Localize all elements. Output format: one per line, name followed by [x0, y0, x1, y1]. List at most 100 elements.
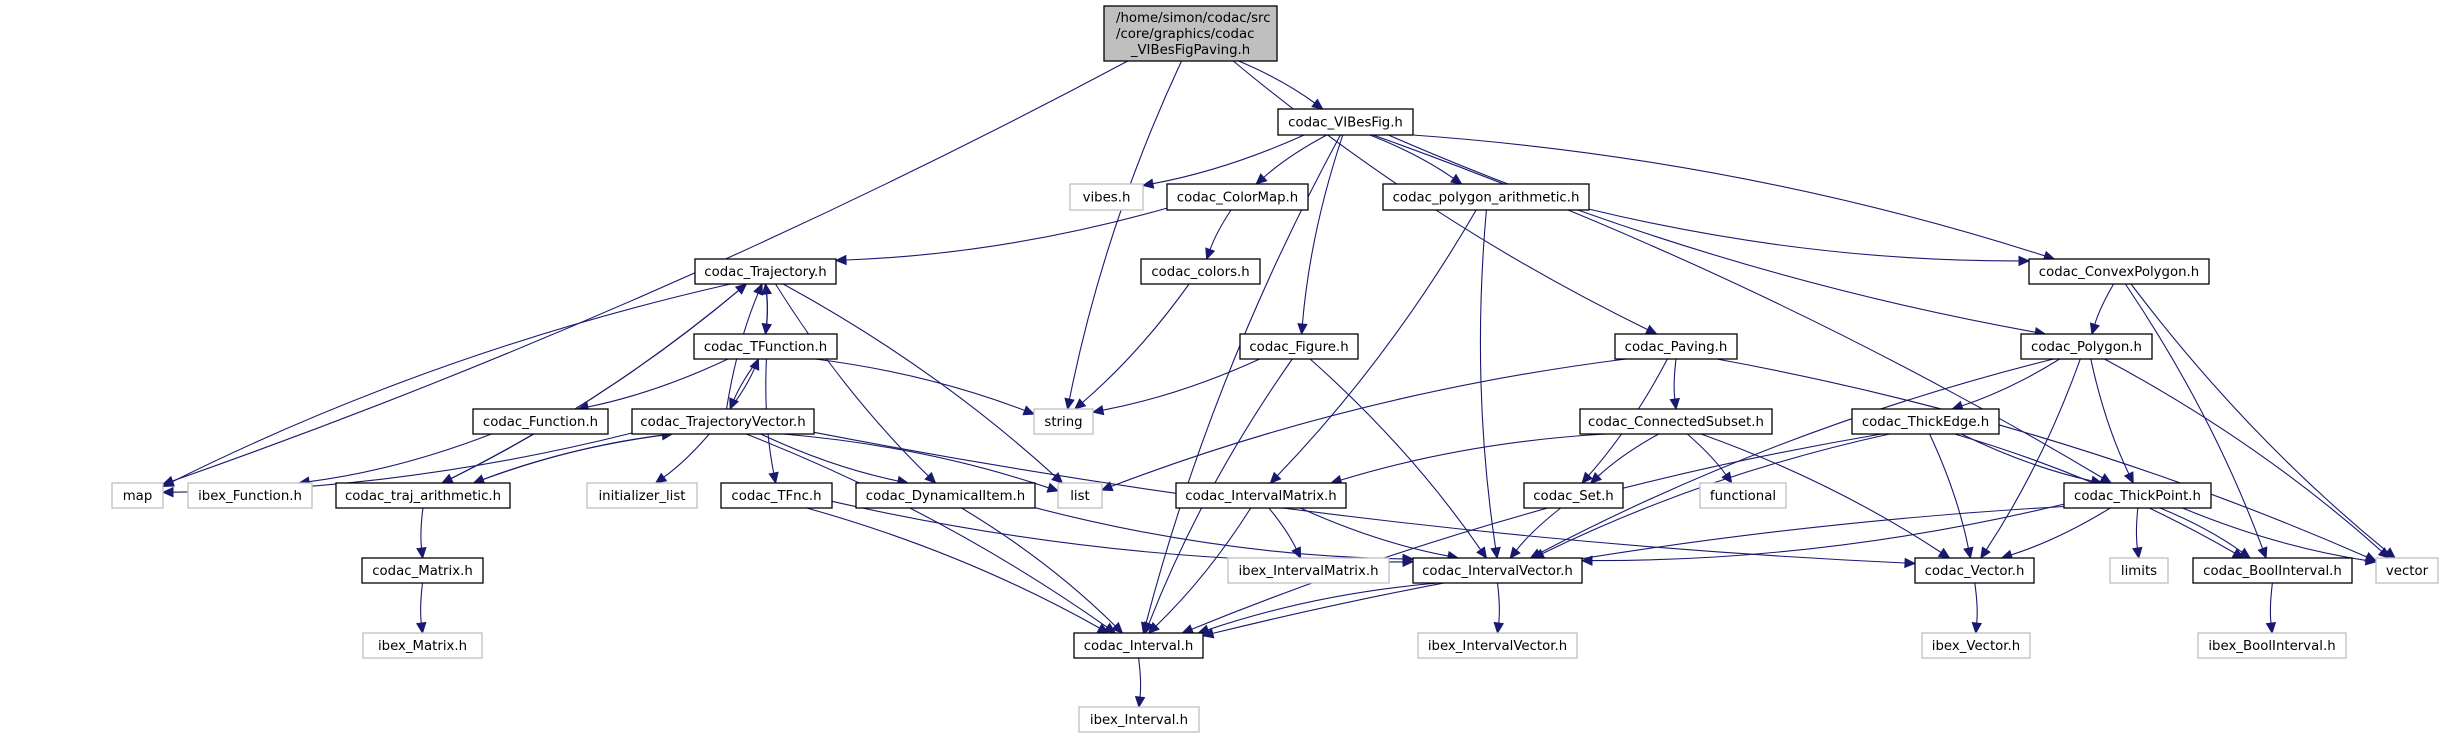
node-box	[187, 482, 313, 509]
arrowhead-icon	[1450, 173, 1463, 185]
node-label: /home/simon/codac/src	[1116, 11, 1271, 26]
node-trajvector[interactable]: codac_TrajectoryVector.h	[631, 408, 815, 435]
node-matrix[interactable]: codac_Matrix.h	[361, 557, 484, 584]
node-dynitem[interactable]: codac_DynamicalItem.h	[855, 482, 1036, 509]
node-function[interactable]: codac_Function.h	[472, 408, 609, 435]
node-box	[1057, 482, 1103, 509]
node-box[interactable]	[472, 408, 609, 435]
node-intervalvector[interactable]: codac_IntervalVector.h	[1412, 557, 1583, 584]
node-box[interactable]	[1579, 408, 1773, 435]
node-vector[interactable]: codac_Vector.h	[1914, 557, 2035, 584]
node-box[interactable]	[2020, 333, 2153, 360]
edge-polygon-to-vector	[1985, 358, 2081, 551]
node-ibexfunction: ibex_Function.h	[187, 482, 313, 509]
node-box[interactable]	[1175, 482, 1347, 509]
node-vibesfig[interactable]: codac_VIBesFig.h	[1277, 108, 1414, 136]
edge-intervalmatrix-to-intervalvector	[1300, 507, 1449, 557]
node-boolinterval[interactable]: codac_BoolInterval.h	[2192, 557, 2353, 584]
node-figure[interactable]: codac_Figure.h	[1239, 333, 1359, 360]
node-box[interactable]	[1166, 183, 1309, 211]
arrowhead-icon	[1297, 323, 1308, 336]
node-box[interactable]	[1412, 557, 1583, 584]
edges-layer	[161, 60, 2396, 709]
node-thickpoint[interactable]: codac_ThickPoint.h	[2063, 482, 2212, 509]
node-colormap[interactable]: codac_ColorMap.h	[1166, 183, 1309, 211]
edge-intervalmatrix-to-interval	[1155, 507, 1252, 627]
arrowhead-icon	[1022, 405, 1036, 416]
node-list: list	[1057, 482, 1103, 509]
node-label: functional	[1710, 489, 1776, 504]
edge-interval-to-ibexinterval	[1138, 657, 1142, 698]
node-box[interactable]	[1851, 408, 2000, 435]
node-box[interactable]	[2028, 258, 2210, 285]
node-tfnc[interactable]: codac_TFnc.h	[720, 482, 833, 509]
node-string: string	[1033, 408, 1094, 435]
arrowhead-icon	[1141, 178, 1155, 189]
node-label: ibex_Function.h	[198, 489, 302, 504]
arrowhead-icon	[1476, 546, 1488, 560]
arrowhead-icon	[161, 486, 174, 498]
node-label: ibex_IntervalVector.h	[1428, 639, 1567, 654]
edge-root-to-string	[1068, 60, 1182, 400]
arrowhead-icon	[2265, 622, 2277, 635]
node-polygon[interactable]: codac_Polygon.h	[2020, 333, 2153, 360]
node-label: ibex_Vector.h	[1932, 639, 2020, 654]
node-box[interactable]	[361, 557, 484, 584]
arrowhead-icon	[1971, 622, 1983, 635]
node-label: _VIBesFigPaving.h	[1130, 43, 1250, 58]
edge-thickpoint-to-limits	[2135, 507, 2139, 549]
node-box[interactable]	[1382, 183, 1590, 211]
edge-thickedge-to-vector	[1929, 433, 1969, 549]
node-interval[interactable]: codac_Interval.h	[1073, 632, 1204, 659]
node-box[interactable]	[1614, 333, 1738, 360]
node-label: codac_BoolInterval.h	[2203, 564, 2342, 579]
node-box[interactable]	[855, 482, 1036, 509]
node-box[interactable]	[2063, 482, 2212, 509]
node-box[interactable]	[1239, 333, 1359, 360]
node-box[interactable]	[631, 408, 815, 435]
node-box	[1069, 183, 1144, 211]
node-tfunction[interactable]: codac_TFunction.h	[693, 333, 838, 360]
edge-tfnc-to-interval	[806, 507, 1100, 629]
arrowhead-icon	[2089, 322, 2100, 336]
node-box[interactable]	[1277, 108, 1414, 136]
node-stdvector: vector	[2375, 557, 2439, 584]
edge-thickpoint-to-boolinterval	[2159, 507, 2243, 553]
node-box[interactable]	[1914, 557, 2035, 584]
node-intervalmatrix[interactable]: codac_IntervalMatrix.h	[1175, 482, 1347, 509]
node-box[interactable]	[2192, 557, 2353, 584]
edge-vibesfig-to-vibes	[1152, 134, 1305, 185]
edge-colors-to-string	[1082, 283, 1190, 403]
node-box[interactable]	[1073, 632, 1204, 659]
node-polyarith[interactable]: codac_polygon_arithmetic.h	[1382, 183, 1590, 211]
node-box[interactable]	[1103, 5, 1278, 62]
node-box[interactable]	[694, 258, 837, 285]
node-connectedsubset[interactable]: codac_ConnectedSubset.h	[1579, 408, 1773, 435]
arrowhead-icon	[2132, 546, 2143, 560]
edge-colormap-to-trajectory	[845, 207, 1168, 261]
arrowhead-icon	[2377, 547, 2391, 559]
node-box[interactable]	[720, 482, 833, 509]
node-trajectory[interactable]: codac_Trajectory.h	[694, 258, 837, 285]
node-box[interactable]	[1140, 258, 1261, 285]
node-thickedge[interactable]: codac_ThickEdge.h	[1851, 408, 2000, 435]
node-box[interactable]	[1523, 482, 1624, 509]
node-box	[1699, 482, 1787, 509]
arrowhead-icon	[1291, 546, 1302, 560]
node-set[interactable]: codac_Set.h	[1523, 482, 1624, 509]
arrowhead-icon	[2364, 555, 2378, 566]
node-root[interactable]: /home/simon/codac/src/core/graphics/coda…	[1103, 5, 1278, 62]
node-convexpolygon[interactable]: codac_ConvexPolygon.h	[2028, 258, 2210, 285]
node-colors[interactable]: codac_colors.h	[1140, 258, 1261, 285]
node-box	[362, 632, 483, 659]
node-box	[1417, 632, 1578, 659]
node-label: codac_Matrix.h	[372, 564, 473, 579]
edge-thickpoint-to-intervalvector	[1591, 503, 2065, 562]
node-trajarith[interactable]: codac_traj_arithmetic.h	[335, 482, 511, 509]
node-box[interactable]	[335, 482, 511, 509]
node-box[interactable]	[693, 333, 838, 360]
node-label: codac_colors.h	[1151, 265, 1249, 280]
node-label: codac_TrajectoryVector.h	[640, 415, 805, 430]
arrowhead-icon	[1147, 621, 1160, 634]
node-paving[interactable]: codac_Paving.h	[1614, 333, 1738, 360]
